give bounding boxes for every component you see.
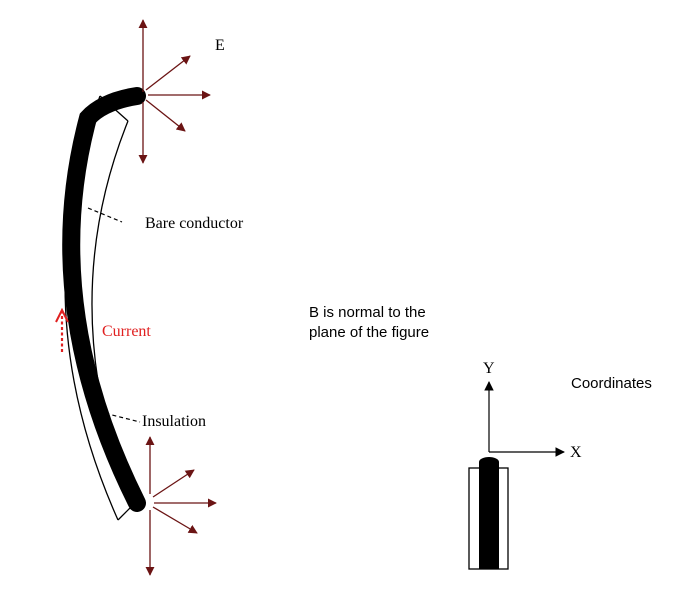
current-label: Current [102, 323, 151, 340]
coordinates-label: Coordinates [571, 375, 652, 392]
e-field-label: E [215, 37, 225, 54]
bare-conductor [62, 87, 146, 512]
bare-conductor-label: Bare conductor [145, 215, 244, 232]
insulation-label: Insulation [142, 413, 206, 430]
bare-conductor-leader [87, 207, 123, 223]
b-normal-line1: B is normal to the [309, 304, 426, 321]
e-field-arrows-top [138, 19, 211, 164]
b-normal-line2: plane of the figure [309, 324, 430, 341]
conductor-cross-section [468, 457, 509, 570]
x-axis-label: X [570, 444, 582, 461]
coordinate-axes [484, 381, 565, 457]
current-arrow [55, 307, 69, 352]
insulation-leader [91, 409, 141, 423]
e-field-arrows-bottom [145, 436, 217, 576]
y-axis-label: Y [483, 360, 495, 377]
